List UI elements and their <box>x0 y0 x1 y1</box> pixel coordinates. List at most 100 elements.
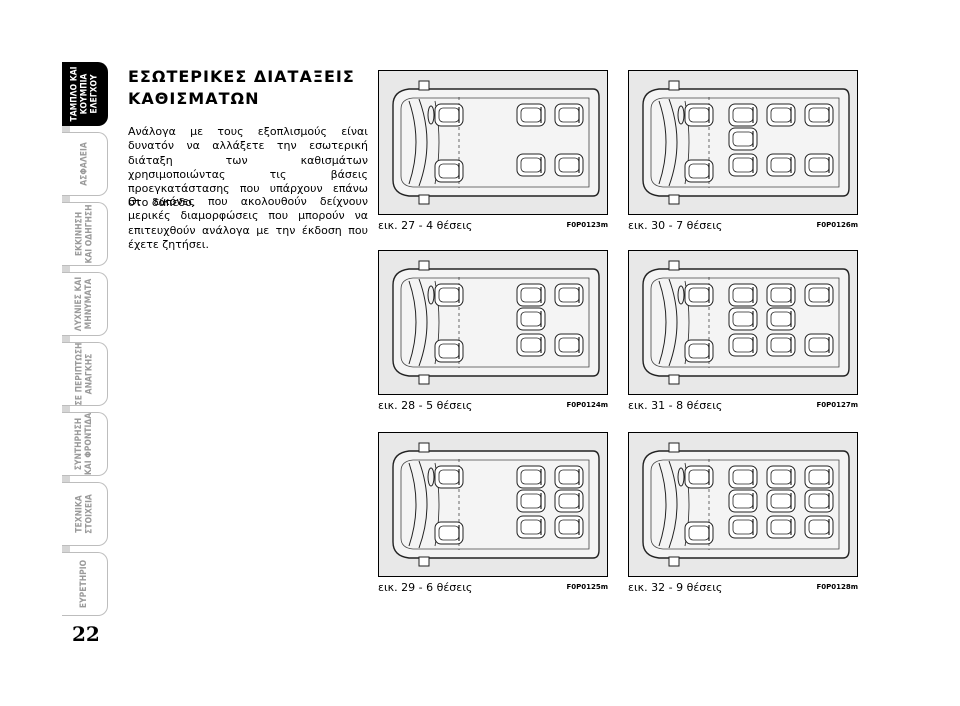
seat <box>684 103 714 127</box>
page-title: ΕΣΩΤΕΡΙΚΕΣ ΔΙΑΤΑΞΕΙΣ ΚΑΘΙΣΜΑΤΩΝ <box>128 67 355 108</box>
figure-4-seats: εικ. 27 - 4 θέσεις F0P0123m <box>378 70 608 232</box>
figure-code: F0P0123m <box>566 221 608 229</box>
seat <box>434 159 464 183</box>
tab-dashboard-controls[interactable]: ΤΑΜΠΛΟ ΚΑΙ ΚΟΥΜΠΙΑ ΕΛΕΓΧΟΥ <box>62 62 108 126</box>
van-seat-diagram <box>628 70 858 215</box>
figure-7-seats: εικ. 30 - 7 θέσεις F0P0126m <box>628 70 858 232</box>
seat <box>804 515 834 539</box>
tab-label: ΛΥΧΝΙΕΣ ΚΑΙ ΜΗΝΥΜΑΤΑ <box>74 276 95 332</box>
seat <box>766 103 796 127</box>
tab-label: ΣΥΝΤΗΡΗΣΗ ΚΑΙ ΦΡΟΝΤΙΔΑ <box>74 412 95 476</box>
seat <box>728 153 758 177</box>
seat <box>554 333 584 357</box>
tab-label: ΕΥΡΕΤΗΡΙΟ <box>79 559 90 609</box>
seat <box>554 103 584 127</box>
seat <box>804 333 834 357</box>
seat <box>434 465 464 489</box>
seat <box>434 521 464 545</box>
tab-safety[interactable]: ΑΣΦΑΛΕΙΑ <box>62 132 108 196</box>
figure-caption: εικ. 30 - 7 θέσεις <box>628 219 723 232</box>
van-outline-drawing <box>642 442 850 567</box>
tab-label: ΕΚΚΙΝΗΣΗ ΚΑΙ ΟΔΗΓΗΣΗ <box>74 204 95 264</box>
tab-technical-data[interactable]: ΤΕΧΝΙΚΑ ΣΤΟΙΧΕΙΑ <box>62 482 108 546</box>
seat <box>804 465 834 489</box>
seat <box>516 515 546 539</box>
seat <box>516 333 546 357</box>
seat <box>766 515 796 539</box>
seat <box>684 339 714 363</box>
page-number: 22 <box>72 622 100 646</box>
tab-label: ΣΕ ΠΕΡΙΠΤΩΣΗ ΑΝΑΓΚΗΣ <box>74 342 95 406</box>
seat <box>554 283 584 307</box>
figure-9-seats: εικ. 32 - 9 θέσεις F0P0128m <box>628 432 858 594</box>
figure-caption: εικ. 31 - 8 θέσεις <box>628 399 723 412</box>
seat <box>554 465 584 489</box>
figure-6-seats: εικ. 29 - 6 θέσεις F0P0125m <box>378 432 608 594</box>
seat <box>766 333 796 357</box>
seat <box>434 339 464 363</box>
van-seat-diagram <box>378 250 608 395</box>
seat <box>684 159 714 183</box>
tab-maintenance[interactable]: ΣΥΝΤΗΡΗΣΗ ΚΑΙ ΦΡΟΝΤΙΔΑ <box>62 412 108 476</box>
figure-8-seats: εικ. 31 - 8 θέσεις F0P0127m <box>628 250 858 412</box>
seat <box>728 465 758 489</box>
seat <box>516 283 546 307</box>
seat <box>684 521 714 545</box>
seat <box>684 283 714 307</box>
van-seat-diagram <box>378 432 608 577</box>
seat <box>516 307 546 331</box>
tab-spine <box>62 62 70 616</box>
seat <box>766 465 796 489</box>
tab-index[interactable]: ΕΥΡΕΤΗΡΙΟ <box>62 552 108 616</box>
figure-5-seats: εικ. 28 - 5 θέσεις F0P0124m <box>378 250 608 412</box>
van-outline-drawing <box>642 80 850 205</box>
tab-label: ΑΣΦΑΛΕΙΑ <box>79 142 90 186</box>
seat <box>434 103 464 127</box>
figure-code: F0P0127m <box>816 401 858 409</box>
seat <box>728 333 758 357</box>
tab-label: ΤΑΜΠΛΟ ΚΑΙ ΚΟΥΜΠΙΑ ΕΛΕΓΧΟΥ <box>69 66 100 122</box>
seat <box>684 465 714 489</box>
figure-caption: εικ. 27 - 4 θέσεις <box>378 219 473 232</box>
paragraph: Ανάλογα με τους εξοπλισμούς είναι δυνατό… <box>128 125 368 210</box>
seat <box>434 283 464 307</box>
seat <box>766 283 796 307</box>
figure-caption: εικ. 32 - 9 θέσεις <box>628 581 723 594</box>
seat <box>804 103 834 127</box>
seat <box>554 515 584 539</box>
van-seat-diagram <box>378 70 608 215</box>
seat <box>516 465 546 489</box>
seat <box>554 489 584 513</box>
van-outline-drawing <box>392 442 600 567</box>
seat <box>728 489 758 513</box>
seat <box>554 153 584 177</box>
tab-emergency[interactable]: ΣΕ ΠΕΡΙΠΤΩΣΗ ΑΝΑΓΚΗΣ <box>62 342 108 406</box>
tab-label: ΤΕΧΝΙΚΑ ΣΤΟΙΧΕΙΑ <box>74 494 95 534</box>
paragraph: Οι εικόνες που ακολουθούν δείχνουν μερικ… <box>128 195 368 251</box>
figure-code: F0P0124m <box>566 401 608 409</box>
van-outline-drawing <box>392 260 600 385</box>
seat <box>728 103 758 127</box>
van-seat-diagram <box>628 250 858 395</box>
seat <box>728 283 758 307</box>
seat <box>728 127 758 151</box>
figure-code: F0P0126m <box>816 221 858 229</box>
seat <box>804 153 834 177</box>
seat <box>766 489 796 513</box>
seat <box>516 153 546 177</box>
seat <box>516 489 546 513</box>
tab-warning-lights[interactable]: ΛΥΧΝΙΕΣ ΚΑΙ ΜΗΝΥΜΑΤΑ <box>62 272 108 336</box>
van-outline-drawing <box>642 260 850 385</box>
seat <box>516 103 546 127</box>
van-outline-drawing <box>392 80 600 205</box>
van-seat-diagram <box>628 432 858 577</box>
seat <box>804 283 834 307</box>
seat <box>728 307 758 331</box>
seat <box>766 307 796 331</box>
figure-caption: εικ. 29 - 6 θέσεις <box>378 581 473 594</box>
seat <box>728 515 758 539</box>
figure-code: F0P0125m <box>566 583 608 591</box>
tab-starting-driving[interactable]: ΕΚΚΙΝΗΣΗ ΚΑΙ ΟΔΗΓΗΣΗ <box>62 202 108 266</box>
seat <box>804 489 834 513</box>
seat <box>766 153 796 177</box>
